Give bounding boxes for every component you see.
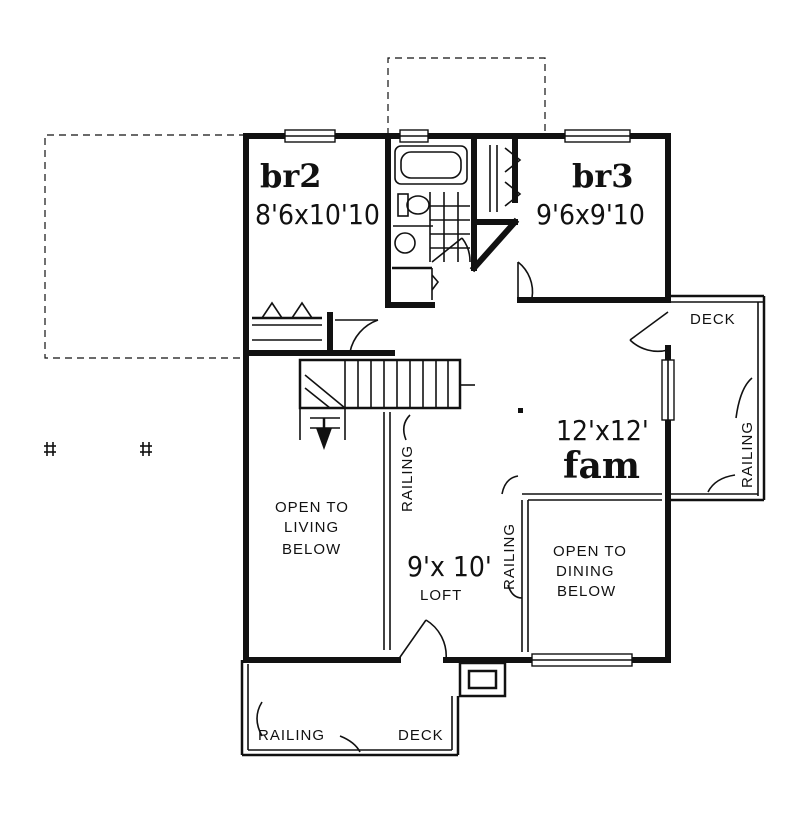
bathtub bbox=[394, 145, 468, 185]
open-dining-line3: BELOW bbox=[557, 583, 616, 600]
closet-br3 bbox=[489, 145, 522, 212]
railing-left-label: RAILING bbox=[399, 445, 416, 512]
railing-living bbox=[383, 412, 391, 650]
door-deck bbox=[629, 311, 669, 353]
br2-name: br2 bbox=[260, 157, 322, 195]
chimney bbox=[458, 661, 507, 698]
door-loft bbox=[397, 619, 447, 661]
loft-name: LOFT bbox=[420, 587, 462, 604]
column-mark-1 bbox=[44, 442, 56, 456]
br3-name: br3 bbox=[572, 157, 634, 195]
open-living-line3: BELOW bbox=[282, 541, 341, 558]
window-br3 bbox=[564, 129, 631, 143]
railing-right-label: RAILING bbox=[739, 421, 756, 488]
linen-closet bbox=[392, 266, 440, 300]
deck-bottom-label: DECK bbox=[398, 727, 444, 744]
door-br2 bbox=[335, 319, 379, 353]
door-br3 bbox=[517, 261, 534, 300]
open-dining-line1: OPEN TO bbox=[553, 543, 627, 560]
br2-size: 8'6x10'10 bbox=[255, 198, 380, 231]
railing-bottom-label: RAILING bbox=[258, 727, 325, 744]
toilet bbox=[397, 193, 430, 217]
stairs bbox=[298, 358, 475, 450]
fam-size: 12'x12' bbox=[556, 414, 649, 447]
railing-center-label: RAILING bbox=[501, 523, 518, 590]
window-bath bbox=[399, 129, 429, 143]
open-living-line1: OPEN TO bbox=[275, 499, 349, 516]
open-living-line2: LIVING bbox=[284, 519, 339, 536]
window-br2 bbox=[284, 129, 336, 143]
railing-dining bbox=[521, 493, 662, 652]
dashed-outline-left bbox=[44, 134, 246, 359]
window-fam bbox=[661, 359, 675, 421]
bath-tile-grid bbox=[429, 192, 470, 262]
closet-br2 bbox=[252, 301, 322, 341]
deck-right-label: DECK bbox=[690, 311, 736, 328]
column-mark-2 bbox=[140, 442, 152, 456]
window-dining bbox=[531, 653, 633, 667]
fam-mark bbox=[518, 408, 523, 413]
dashed-outline-top bbox=[387, 57, 546, 135]
br3-size: 9'6x9'10 bbox=[536, 198, 645, 231]
deck-right bbox=[668, 294, 766, 502]
deck-bottom bbox=[240, 660, 460, 757]
loft-size: 9'x 10' bbox=[407, 550, 492, 583]
sink bbox=[393, 225, 433, 254]
interior-walls bbox=[243, 133, 671, 356]
open-dining-line2: DINING bbox=[556, 563, 615, 580]
railing-arrows bbox=[256, 377, 753, 753]
fam-name: fam bbox=[563, 445, 640, 487]
door-bath bbox=[431, 237, 471, 263]
